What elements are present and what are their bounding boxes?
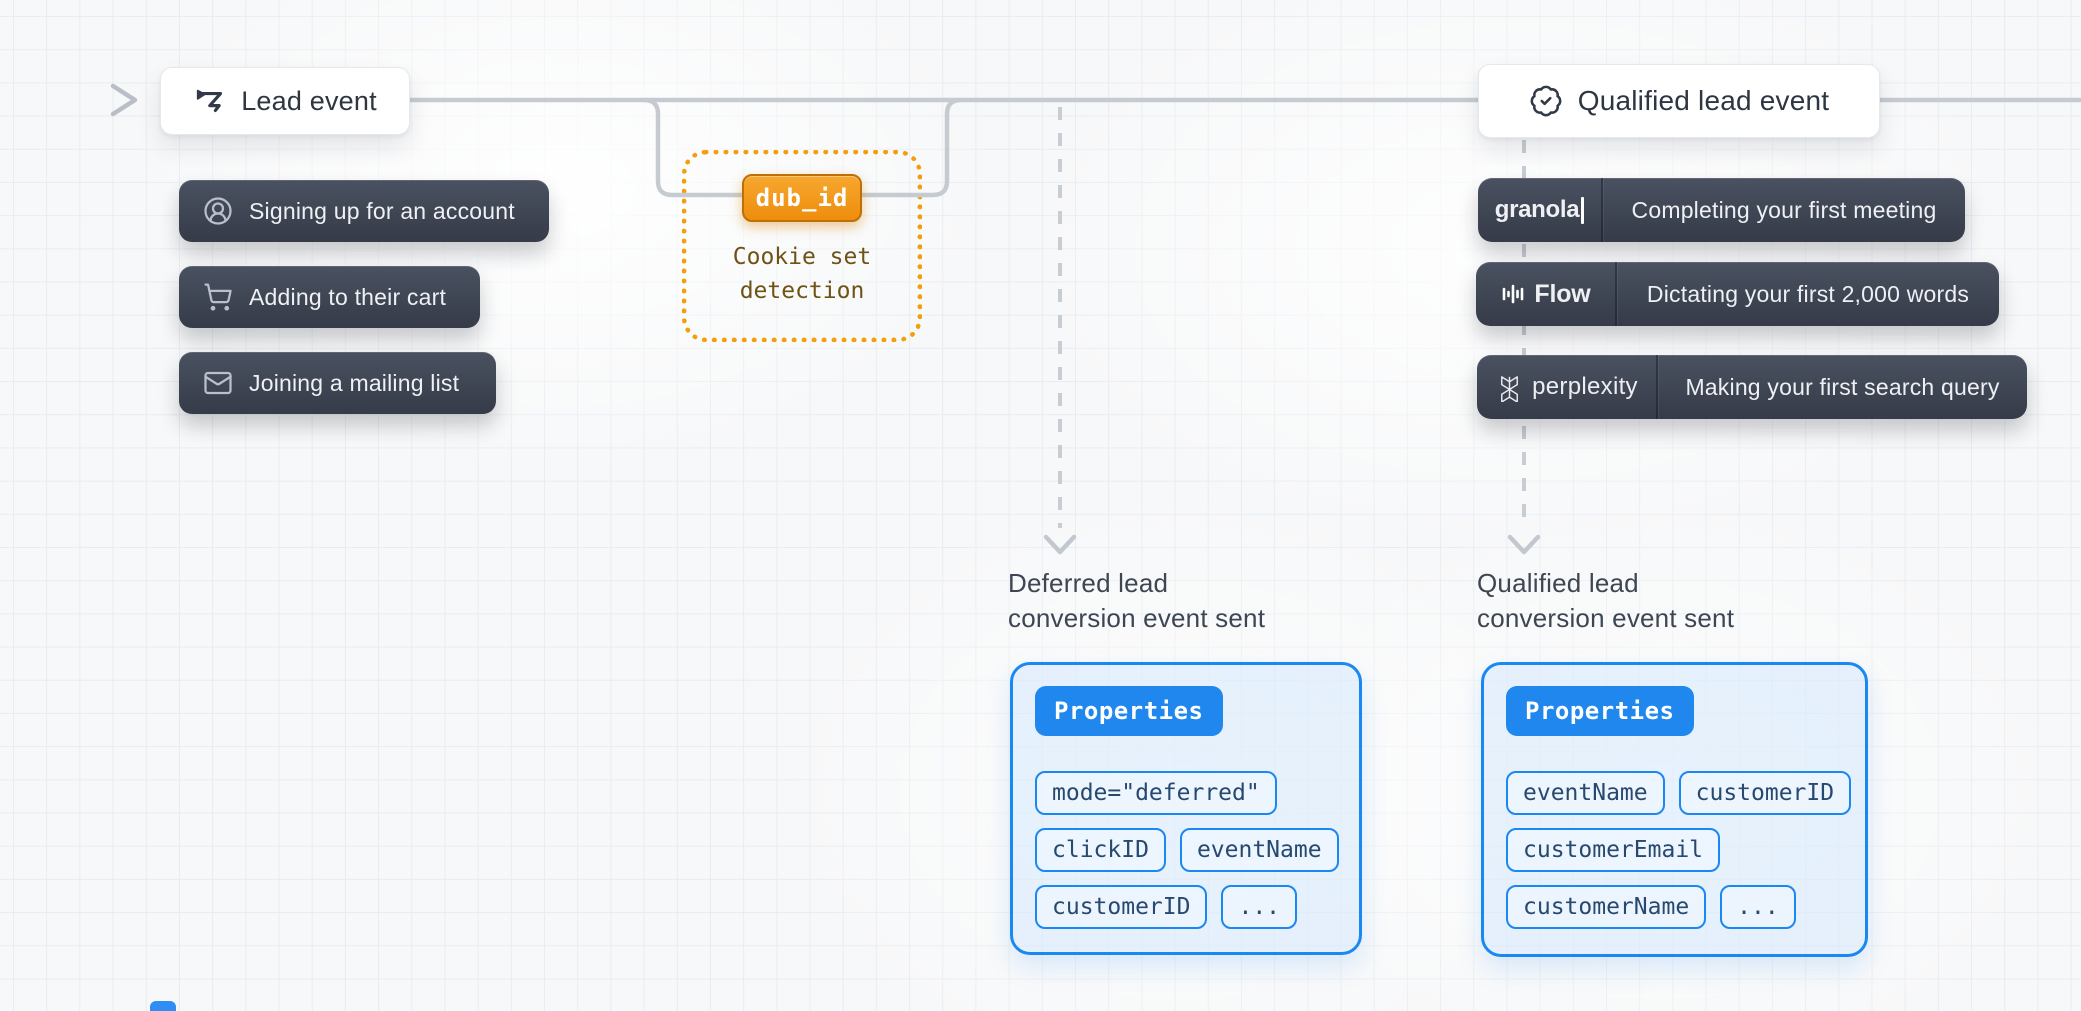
perplexity-wordmark: perplexity bbox=[1532, 373, 1638, 400]
lead-example-label: Signing up for an account bbox=[249, 197, 515, 224]
dub-id-label: dub_id bbox=[755, 184, 849, 212]
dub-id-badge: dub_id bbox=[742, 174, 862, 222]
qualified-lead-event-label: Qualified lead event bbox=[1577, 85, 1830, 116]
property-chip: eventName bbox=[1179, 828, 1339, 872]
qualified-example-flow: Flow Dictating your first 2,000 words bbox=[1476, 262, 1999, 326]
deferred-properties-card: Properties mode="deferred" clickID event… bbox=[1010, 662, 1362, 955]
lead-event-icon bbox=[193, 85, 226, 118]
deferred-caption-line2: conversion event sent bbox=[1008, 603, 1266, 633]
property-chip: mode="deferred" bbox=[1035, 771, 1277, 815]
arrow-down-icon bbox=[1507, 534, 1541, 555]
deferred-caption-line1: Deferred lead bbox=[1008, 568, 1169, 598]
clipped-node-peek bbox=[150, 1001, 176, 1011]
flow-logo: Flow bbox=[1476, 262, 1615, 326]
property-chip: ... bbox=[1720, 885, 1796, 929]
properties-badge: Properties bbox=[1035, 686, 1223, 736]
cookie-caption-line1: Cookie set bbox=[732, 244, 872, 270]
flow-wordmark: Flow bbox=[1534, 279, 1591, 308]
qualified-example-perplexity: perplexity Making your first search quer… bbox=[1477, 355, 2027, 419]
qualified-caption: Qualified lead conversion event sent bbox=[1477, 566, 1734, 636]
granola-wordmark: granola bbox=[1494, 196, 1580, 223]
cart-icon bbox=[203, 282, 233, 312]
flow-bars-icon bbox=[1500, 281, 1526, 307]
property-chip: ... bbox=[1221, 885, 1298, 929]
lead-event-node: Lead event bbox=[160, 67, 410, 135]
user-circle-icon bbox=[203, 196, 233, 226]
property-chip: eventName bbox=[1506, 771, 1665, 815]
qualified-caption-line1: Qualified lead bbox=[1477, 568, 1639, 598]
qualified-caption-line2: conversion event sent bbox=[1477, 603, 1735, 633]
perplexity-logo: perplexity bbox=[1477, 355, 1656, 419]
lead-example-signup: Signing up for an account bbox=[179, 180, 549, 242]
perplexity-mark-icon bbox=[1495, 373, 1524, 402]
property-chip: customerName bbox=[1506, 885, 1707, 929]
qualified-example-label: Dictating your first 2,000 words bbox=[1646, 280, 1970, 307]
cookie-caption-line2: detection bbox=[739, 278, 865, 304]
chip-row: mode="deferred" bbox=[1035, 771, 1359, 815]
qualified-example-label: Completing your first meeting bbox=[1631, 196, 1937, 223]
cookie-detection-caption: Cookie set detection bbox=[662, 240, 942, 308]
chip-row: customerName ... bbox=[1506, 885, 1865, 929]
qualified-example-granola: granola Completing your first meeting bbox=[1478, 178, 1965, 242]
chip-row: clickID eventName bbox=[1035, 828, 1359, 872]
property-chip: clickID bbox=[1035, 828, 1166, 872]
arrow-down-icon bbox=[1043, 534, 1077, 555]
lead-example-label: Adding to their cart bbox=[249, 283, 447, 310]
chip-row: customerEmail bbox=[1506, 828, 1865, 872]
granola-cursor bbox=[1581, 196, 1585, 224]
qualified-example-label: Making your first search query bbox=[1685, 373, 2000, 400]
granola-logo: granola bbox=[1478, 178, 1601, 242]
properties-badge: Properties bbox=[1506, 686, 1694, 736]
property-chip: customerID bbox=[1035, 885, 1208, 929]
chip-row: customerID ... bbox=[1035, 885, 1359, 929]
qualified-properties-card: Properties eventName customerID customer… bbox=[1481, 662, 1868, 957]
qualified-lead-event-node: Qualified lead event bbox=[1478, 64, 1880, 138]
lead-example-label: Joining a mailing list bbox=[249, 369, 460, 396]
deferred-caption: Deferred lead conversion event sent bbox=[1008, 566, 1265, 636]
badge-check-icon bbox=[1529, 84, 1563, 118]
property-chip: customerEmail bbox=[1506, 828, 1721, 872]
lead-example-cart: Adding to their cart bbox=[179, 266, 480, 328]
mail-icon bbox=[203, 368, 233, 398]
lead-event-label: Lead event bbox=[241, 85, 377, 116]
property-chip: customerID bbox=[1678, 771, 1852, 815]
lead-example-mailing-list: Joining a mailing list bbox=[179, 352, 496, 414]
chip-row: eventName customerID bbox=[1506, 771, 1865, 815]
arrow-right-icon bbox=[110, 83, 138, 117]
